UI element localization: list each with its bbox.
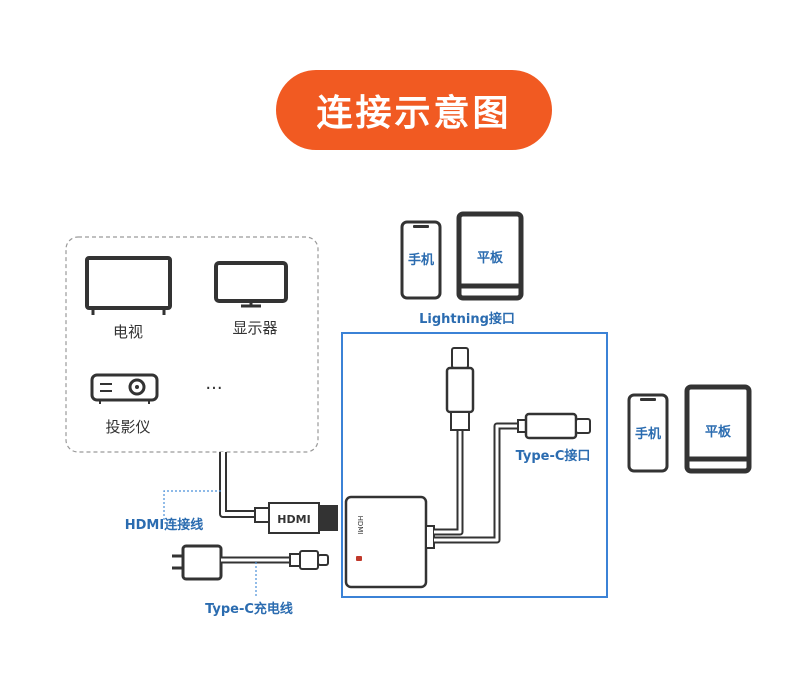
typec-charging-plug <box>289 550 329 570</box>
hdmi-label-leader <box>163 490 223 520</box>
power-brick <box>172 544 223 581</box>
more-devices-ellipsis: ... <box>205 373 222 394</box>
right-tablet-icon <box>684 384 752 474</box>
top-tablet-icon <box>456 211 524 301</box>
page-title: 连接示意图 <box>316 93 512 134</box>
tv-label: 电视 <box>113 323 143 341</box>
lightning-plug <box>445 347 475 431</box>
projector-icon <box>90 373 159 404</box>
hdmi-cable <box>219 452 255 518</box>
projector-label: 投影仪 <box>105 418 150 436</box>
charging-cable-label: Type-C充电线 <box>205 601 293 617</box>
monitor-label: 显示器 <box>232 319 277 337</box>
tv-icon <box>85 256 172 315</box>
top-phone-icon <box>400 220 442 300</box>
top-phone-label: 手机 <box>408 252 434 268</box>
right-tablet-label: 平板 <box>705 424 732 440</box>
right-phone-label: 手机 <box>635 426 661 442</box>
monitor-icon <box>214 261 288 308</box>
hdmi-plug-text: HDMI <box>277 513 310 526</box>
adapter-lightning-cable <box>434 430 464 536</box>
title-banner: 连接示意图 <box>276 70 552 150</box>
adapter-typec-cable <box>434 422 518 544</box>
hdmi-cable-label: HDMI连接线 <box>125 517 203 533</box>
top-tablet-label: 平板 <box>477 250 504 266</box>
adapter-body <box>344 495 435 589</box>
adapter-frame <box>341 332 608 598</box>
hdmi-plug <box>254 502 338 534</box>
adapter-hdmi-text: HDMI <box>356 516 364 535</box>
right-phone-icon <box>627 393 669 473</box>
typec-plug <box>517 412 591 440</box>
lightning-port-label: Lightning接口 <box>419 311 515 327</box>
typec-port-label: Type-C接口 <box>516 448 591 464</box>
